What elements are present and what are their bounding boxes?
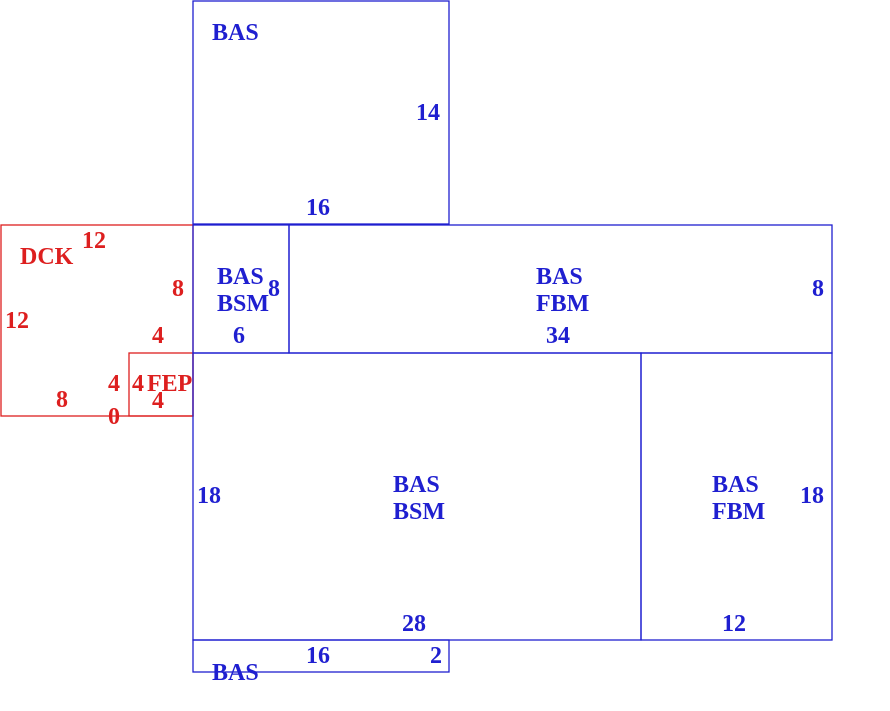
dimension-label: 16 (306, 643, 330, 669)
dimension-label: 34 (546, 323, 570, 349)
area-bas-top (192, 0, 450, 225)
dimension-label: 8 (172, 276, 184, 302)
dimension-label: 16 (306, 195, 330, 221)
dimension-label: 28 (402, 611, 426, 637)
area-code-label: BSM (393, 499, 446, 525)
dimension-label: 4 (152, 388, 164, 414)
dimension-label: 8 (268, 276, 280, 302)
area-code-label: BAS (393, 472, 440, 498)
area-code-label: FBM (712, 499, 766, 525)
dimension-label: 8 (812, 276, 824, 302)
dimension-label: 0 (108, 404, 120, 430)
area-code-label: DCK (20, 244, 74, 270)
area-code-label: BAS (712, 472, 759, 498)
area-code-label: BAS (212, 20, 259, 46)
dimension-label: 18 (197, 483, 221, 509)
dimension-label: 8 (56, 387, 68, 413)
area-code-label: BSM (217, 291, 270, 317)
area-code-label: FBM (536, 291, 590, 317)
area-code-label: FEP (147, 371, 193, 397)
dimension-label: 4 (108, 371, 120, 397)
dimension-label: 12 (5, 308, 29, 334)
area-bas-bottom (192, 639, 450, 673)
dimension-label: 2 (430, 643, 442, 669)
dimension-label: 18 (800, 483, 824, 509)
dimension-label: 4 (132, 371, 144, 397)
dimension-label: 4 (152, 323, 164, 349)
area-code-label: BAS (217, 264, 264, 290)
area-code-label: BAS (212, 660, 259, 686)
dimension-label: 14 (416, 100, 440, 126)
area-bas-fbm-right (640, 352, 833, 641)
dimension-label: 12 (722, 611, 746, 637)
dimension-label: 12 (82, 228, 106, 254)
area-code-label: BAS (536, 264, 583, 290)
dimension-label: 6 (233, 323, 245, 349)
